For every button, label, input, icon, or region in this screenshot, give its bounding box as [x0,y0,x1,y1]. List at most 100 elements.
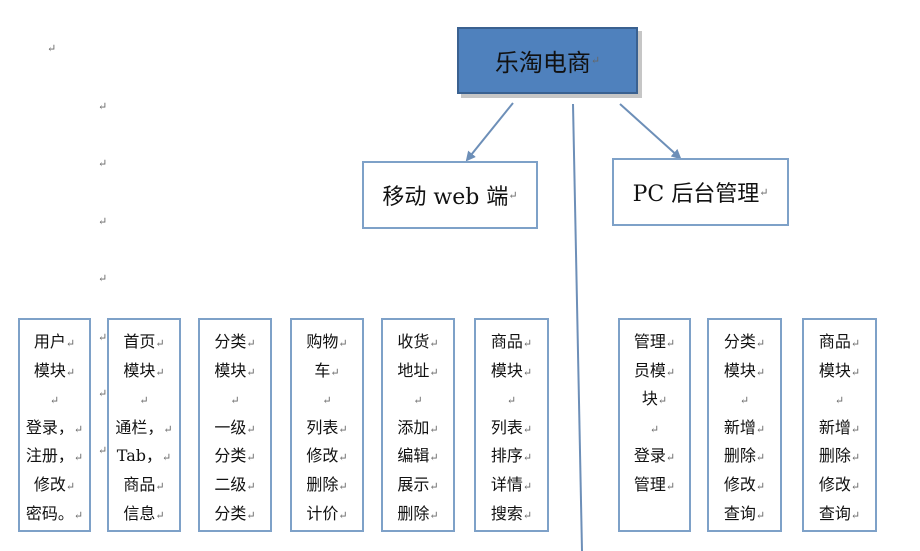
module-line-text: 删除 [397,503,430,523]
return-mark: ↵ [413,394,423,408]
return-mark: ↵ [755,508,766,522]
return-mark: ↵ [665,451,676,465]
module-line: 首页↵ [123,328,164,357]
module-line: 添加↵ [397,414,438,443]
return-mark: ↵ [850,422,861,436]
return-mark: ↵ [338,479,348,493]
return-mark: ↵ [850,479,861,493]
return-mark: ↵ [246,451,256,465]
module-line: 排序↵ [491,442,532,471]
module-line: 分类↵ [214,500,255,529]
return-mark: ↵ [522,422,533,436]
module-line: 删除↵ [306,471,347,500]
return-mark: ↵ [163,422,173,436]
return-mark: ↵ [739,394,750,408]
return-mark: ↵ [98,387,108,400]
arrow-to-pc-admin [619,103,682,160]
module-line: 模块↵ [214,357,255,386]
return-mark: ↵ [246,337,256,350]
module-line-text: 修改 [306,446,339,466]
module-line: 查询↵ [724,500,765,529]
return-mark: ↵ [155,479,165,493]
module-line: 管理↵ [634,471,675,500]
return-mark: ↵ [850,337,861,350]
module-line-text: 登录 [633,446,666,466]
return-mark: ↵ [834,394,845,408]
module-line-text: 分类 [214,503,247,523]
module-line: ↵ [230,385,239,414]
module-line-text: 分类 [214,332,247,351]
module-line: 模块↵ [34,357,75,386]
branch-mobile-web-label: 移动 web 端 [382,185,509,210]
return-mark: ↵ [246,365,256,379]
return-mark: ↵ [759,185,769,199]
module-line-text: 删除 [818,446,851,466]
module-product: 商品↵模块↵↵列表↵排序↵详情↵搜索↵ [474,318,549,532]
module-line-text: 查询 [723,503,756,523]
module-line-text: 商品 [490,332,523,351]
module-line: 注册，↵ [26,442,83,471]
module-admin-user: 管理↵员模↵块↵↵登录↵管理↵ [618,318,691,532]
root-label: 乐淘电商 [494,49,591,77]
module-line: 删除↵ [819,442,860,471]
return-mark: ↵ [65,479,76,493]
return-mark: ↵ [246,508,256,522]
module-line-text: 信息 [123,503,156,523]
return-mark: ↵ [98,272,108,285]
module-line: 密码。↵ [26,500,83,529]
return-mark: ↵ [429,422,439,436]
return-mark: ↵ [665,365,676,379]
module-cart: 购物↵车↵↵列表↵修改↵删除↵计价↵ [290,318,364,532]
module-line-text: 车 [314,360,331,380]
module-line: ↵ [413,385,422,414]
module-line: 查询↵ [819,500,860,529]
module-line-text: 密码。 [25,503,74,523]
module-line: 删除↵ [397,500,438,529]
module-line-text: 搜索 [490,503,523,523]
module-line-text: 管理 [633,474,666,494]
module-line-text: 登录， [25,417,74,437]
module-line-text: 商品 [818,332,851,351]
root-node: 乐淘电商↵ [457,27,638,94]
module-line: 收货↵ [397,328,438,357]
return-mark: ↵ [338,337,348,350]
return-mark: ↵ [246,422,256,436]
return-mark: ↵ [338,508,348,522]
module-line: ↵ [507,385,516,414]
module-line: 块↵ [642,385,667,414]
module-line-text: 修改 [33,474,66,494]
module-line-text: 删除 [306,474,339,494]
return-mark: ↵ [429,365,439,379]
return-mark: ↵ [755,479,766,493]
module-line-text: 详情 [490,474,523,494]
module-line: 模块↵ [491,357,532,386]
module-line-text: 商品 [123,474,156,494]
return-mark: ↵ [322,394,332,408]
module-line: 计价↵ [306,500,347,529]
return-mark: ↵ [330,365,340,379]
module-line: ↵ [50,385,59,414]
module-line: 商品↵ [819,328,860,357]
return-mark: ↵ [98,331,108,344]
module-home: 首页↵模块↵↵通栏，↵Tab，↵商品↵信息↵ [107,318,181,532]
module-line: 模块↵ [123,357,164,386]
module-line-text: 地址 [397,360,430,380]
module-line: 模块↵ [724,357,765,386]
module-line: 分类↵ [724,328,765,357]
module-line: ↵ [139,385,148,414]
return-mark: ↵ [155,337,165,350]
module-line-text: 新增 [723,417,756,437]
return-mark: ↵ [65,337,76,350]
return-mark: ↵ [73,422,84,436]
return-mark: ↵ [162,451,172,465]
branch-pc-admin-label: PC 后台管理 [632,182,760,207]
module-line-text: 员模 [633,360,666,380]
return-mark: ↵ [338,451,348,465]
return-mark: ↵ [73,508,84,522]
module-line: 信息↵ [123,500,164,529]
module-line: 列表↵ [491,414,532,443]
module-line-text: 展示 [397,474,430,494]
module-line: 展示↵ [397,471,438,500]
